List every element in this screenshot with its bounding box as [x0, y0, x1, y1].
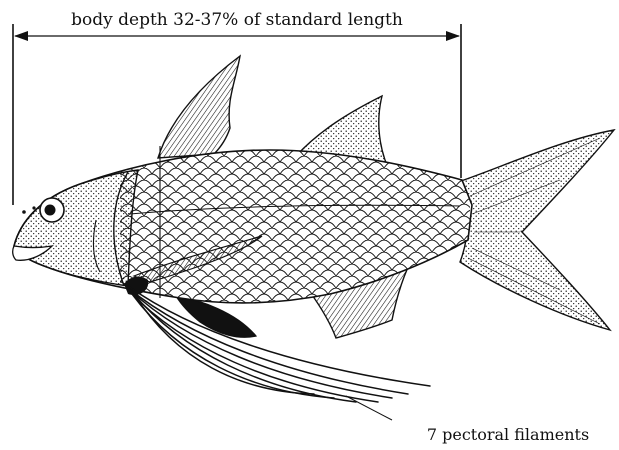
tail-fin: [458, 130, 614, 330]
filament-pointer-line: [346, 396, 392, 420]
measurement-label: body depth 32-37% of standard length: [71, 10, 403, 30]
right-arrow-head: [446, 31, 460, 41]
left-arrow-head: [14, 31, 28, 41]
first-dorsal-fin: [158, 56, 240, 158]
fish-head: [13, 170, 138, 286]
filament-label: 7 pectoral filaments: [427, 425, 589, 444]
